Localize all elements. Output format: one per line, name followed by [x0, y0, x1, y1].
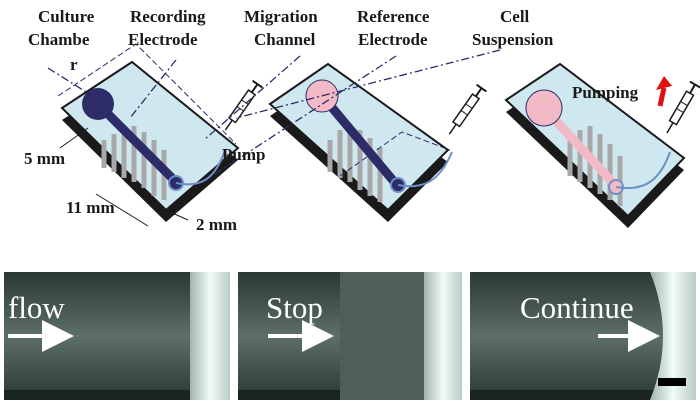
label-culture-chamber-3: r — [70, 55, 78, 74]
dimension-length: 11 mm — [66, 198, 115, 217]
label-migration-channel-2: Channel — [254, 30, 316, 49]
pump-label: Pump — [222, 145, 265, 164]
chip-2 — [268, 62, 487, 222]
chip-1 — [57, 43, 263, 227]
label-cell-suspension-1: Cell — [500, 7, 530, 26]
label-recording-electrode-1: Recording — [130, 7, 206, 26]
photo-panel-flow: flow — [4, 272, 230, 400]
culture-chamber-shape — [525, 89, 563, 127]
header-labels: Culture Chambe r Recording Electrode Mig… — [28, 7, 554, 74]
label-recording-electrode-2: Electrode — [128, 30, 198, 49]
leader-lines — [47, 49, 501, 177]
photo-label-flow: flow — [8, 290, 65, 325]
label-reference-electrode-1: Reference — [357, 7, 430, 26]
label-culture-chamber-2: Chambe — [28, 30, 90, 49]
migration-channel-shape — [320, 95, 400, 187]
label-reference-electrode-2: Electrode — [358, 30, 428, 49]
label-culture-chamber-1: Culture — [38, 7, 95, 26]
tube — [615, 151, 671, 190]
chip-3 — [504, 62, 700, 228]
scale-bar — [658, 378, 686, 386]
dimension-width: 5 mm — [24, 149, 65, 168]
tube — [397, 151, 453, 188]
pumping-arrow-icon — [656, 76, 672, 107]
migration-channel-shape — [542, 106, 620, 190]
dimension-height: 2 mm — [196, 215, 237, 234]
photo-label-continue: Continue — [520, 290, 634, 325]
syringe-icon — [448, 83, 487, 135]
label-migration-channel-1: Migration — [244, 7, 318, 26]
label-cell-suspension-2: Suspension — [472, 30, 554, 49]
culture-chamber-shape — [82, 88, 114, 120]
photo-panel-continue: Continue — [470, 272, 696, 400]
syringe-icon — [224, 79, 263, 131]
photo-panel-stop: Stop — [238, 272, 462, 400]
pumping-label: Pumping — [572, 83, 639, 102]
photo-label-stop: Stop — [266, 290, 323, 325]
syringe-icon — [666, 80, 700, 134]
migration-channel-shape — [96, 102, 180, 186]
tube — [175, 149, 226, 186]
